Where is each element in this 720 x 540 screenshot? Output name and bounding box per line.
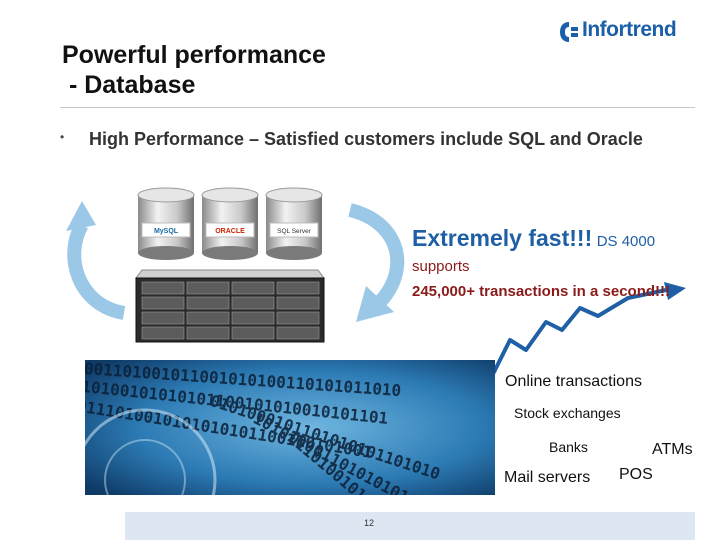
supports-text: supports [412,258,470,275]
bullet-text: High Performance – Satisfied customers i… [89,129,643,149]
transactions-text: 245,000+ transactions in a second!!! [412,283,671,300]
headline-text: Extremely fast!!! [412,225,593,251]
oracle-cylinder [201,187,259,260]
bullet-marker: • [60,130,65,144]
sqlserver-label: SQL Server [277,228,312,235]
performance-headline: Extremely fast!!! DS 4000 [412,225,655,252]
title-divider [60,107,695,108]
cycle-arrow-left-icon [66,201,126,320]
mysql-label: MySQL [154,228,179,235]
footer-bar [125,512,695,540]
mail-servers-label: Mail servers [504,469,591,486]
binary-data-image: 0001101001011001010100110101011010 00101… [85,360,495,495]
sqlserver-cylinder [265,187,323,260]
title-line-1: Powerful performance [62,41,326,69]
page-number: 12 [364,518,375,528]
model-text: DS 4000 [596,233,656,250]
cycle-arrow-right-icon [348,203,405,322]
atms-label: ATMs [652,441,693,458]
slide-title: Powerful performance - Database [62,40,326,100]
logo-mark-icon [560,22,578,42]
logo-text: Infortrend [582,18,677,41]
stock-exchanges-label: Stock exchanges [514,405,621,421]
mysql-cylinder [137,187,195,260]
storage-rack-image [135,269,325,343]
banks-label: Banks [549,439,588,455]
title-line-2: - Database [62,71,196,99]
pos-label: POS [619,466,653,483]
infortrend-logo: Infortrend [558,18,703,44]
trend-arrow-icon [490,282,686,377]
online-transactions-label: Online transactions [505,373,642,390]
oracle-label: ORACLE [215,228,245,235]
database-servers-image: MySQL ORACLE SQL Server [137,187,323,260]
